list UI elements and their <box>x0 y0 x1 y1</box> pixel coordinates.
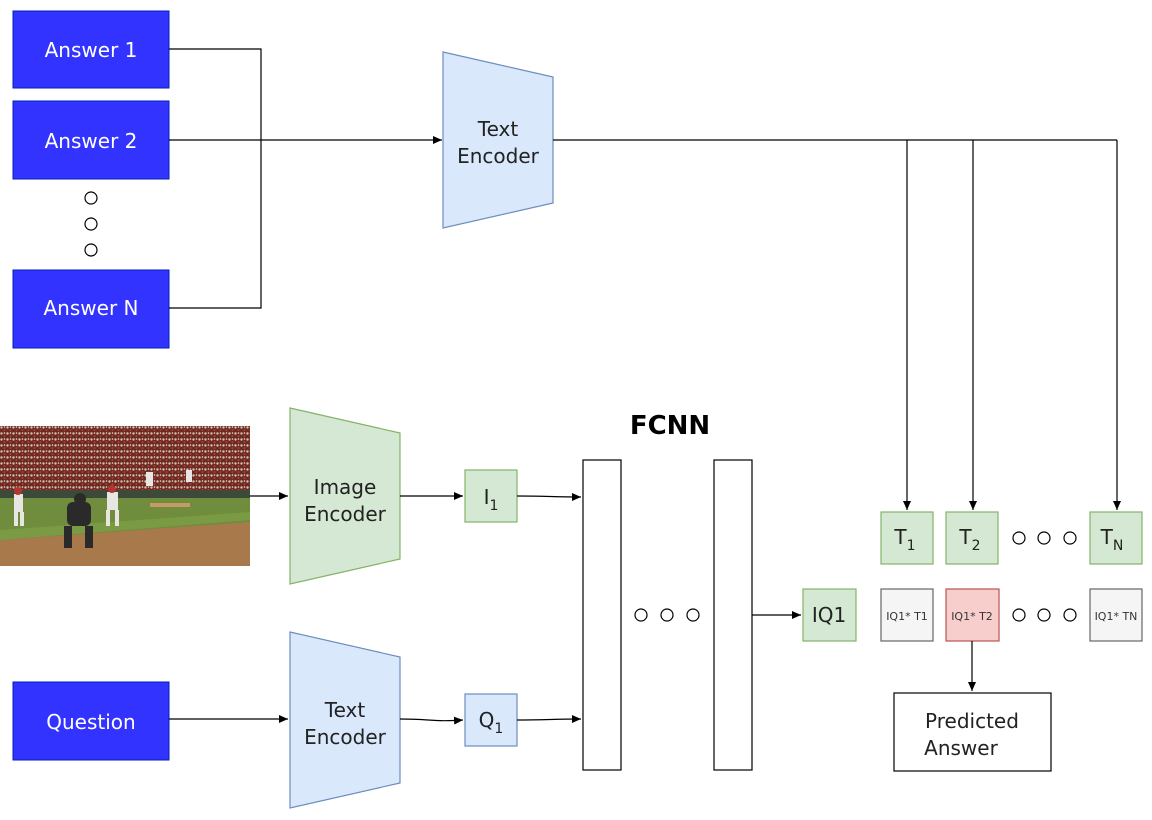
t1-label: T1 <box>893 525 915 554</box>
image-encoder: Image Encoder <box>289 407 401 585</box>
text-encoder-bottom-line2: Encoder <box>304 725 387 749</box>
text-encoder-top-line2: Encoder <box>457 144 540 168</box>
answer-connectors <box>169 48 442 309</box>
answer-box-2: Answer 2 <box>12 100 170 180</box>
product-score-1: IQ1* T1 <box>880 588 934 642</box>
text-encoder-bottom: Text Encoder <box>289 631 401 809</box>
answer-ellipsis <box>84 191 98 257</box>
product-score-n: IQ1* TN <box>1089 588 1143 642</box>
answer-box-n: Answer N <box>12 269 170 349</box>
fcnn-layer-last <box>713 459 753 771</box>
fcnn-ellipsis <box>634 608 700 622</box>
text-encoder-bottom-line1: Text <box>324 698 366 722</box>
question-label: Question <box>46 710 135 734</box>
predicted-answer-line1: Predicted <box>925 709 1019 733</box>
i1-label: I1 <box>484 485 499 514</box>
iq1-label: IQ1 <box>812 603 846 627</box>
fcnn-layer-first <box>582 459 622 771</box>
product-2-label: IQ1* T2 <box>951 610 993 623</box>
text-embedding-tn: TN <box>1089 511 1143 565</box>
t2-label: T2 <box>958 525 980 554</box>
question-box: Question <box>12 681 170 761</box>
answer-box-1: Answer 1 <box>12 10 170 89</box>
image-encoder-line1: Image <box>314 475 377 499</box>
t-token-ellipsis <box>1012 531 1077 545</box>
product-1-label: IQ1* T1 <box>886 610 928 623</box>
answer-1-label: Answer 1 <box>45 38 138 62</box>
answer-2-label: Answer 2 <box>45 129 138 153</box>
text-encoder-to-q1-arrow <box>399 716 464 725</box>
q1-label: Q1 <box>479 708 504 737</box>
text-embedding-connectors <box>553 139 1121 510</box>
fcnn-title: FCNN <box>630 411 710 441</box>
product-n-label: IQ1* TN <box>1095 610 1138 623</box>
fcnn-input-connectors <box>516 492 582 724</box>
baseball-field-photo <box>0 426 250 566</box>
product-score-2-selected: IQ1* T2 <box>945 588 1000 642</box>
question-embedding-q1: Q1 <box>464 693 518 747</box>
answer-n-label: Answer N <box>44 296 139 320</box>
tn-label: TN <box>1100 525 1124 554</box>
text-embedding-t2: T2 <box>945 511 999 565</box>
product-ellipsis <box>1012 608 1077 622</box>
predicted-answer-line2: Answer <box>924 736 998 760</box>
text-embedding-t1: T1 <box>880 511 934 565</box>
text-encoder-top: Text Encoder <box>442 51 554 229</box>
predicted-answer-box: Predicted Answer <box>893 692 1052 772</box>
text-encoder-top-line1: Text <box>477 117 519 141</box>
image-encoder-line2: Encoder <box>304 502 387 526</box>
fcnn-network <box>582 459 753 771</box>
image-embedding-i1: I1 <box>464 469 518 523</box>
fused-embedding-iq1: IQ1 <box>802 588 857 642</box>
